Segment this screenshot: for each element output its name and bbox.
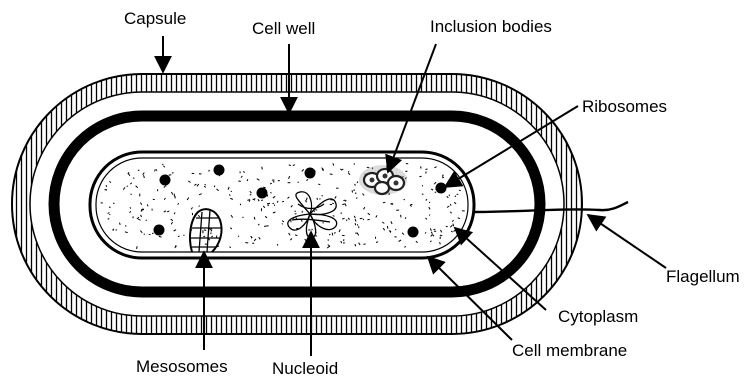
cytoplasm-granule	[440, 242, 441, 244]
cytoplasm-granule	[172, 173, 174, 174]
cytoplasm-granule	[442, 177, 444, 178]
cytoplasm-granule	[162, 164, 163, 165]
label-ribosomes: Ribosomes	[582, 97, 667, 116]
cytoplasm-granule	[355, 184, 356, 186]
label-flagellum: Flagellum	[666, 267, 740, 286]
cytoplasm-granule	[144, 234, 145, 235]
cytoplasm-granule	[333, 216, 335, 217]
cytoplasm-granule	[404, 199, 405, 200]
ribosome	[257, 188, 268, 199]
cytoplasm-granule	[446, 226, 448, 227]
cytoplasm-granule	[231, 191, 232, 192]
cytoplasm-granule	[131, 194, 132, 195]
label-nucleoid: Nucleoid	[272, 359, 338, 378]
label-cell-wall: Cell well	[252, 19, 315, 38]
cytoplasm-granule	[419, 176, 421, 177]
cytoplasm-granule	[459, 190, 461, 191]
ribosome	[305, 168, 316, 179]
cytoplasm-granule	[176, 246, 177, 247]
cytoplasm-granule	[356, 198, 357, 199]
cytoplasm-granule	[156, 169, 157, 171]
cytoplasm-granule	[270, 183, 272, 184]
cytoplasm-granule	[229, 194, 230, 195]
cytoplasm-granule	[178, 236, 180, 237]
cytoplasm-granule	[387, 226, 388, 229]
cytoplasm-granule	[329, 234, 330, 235]
cytoplasm-granule	[251, 237, 252, 238]
cytoplasm-granule	[357, 182, 358, 184]
cytoplasm-granule	[426, 169, 428, 170]
cytoplasm-granule	[315, 210, 317, 211]
cytoplasm-granule	[343, 200, 345, 201]
cytoplasm-granule	[346, 220, 347, 221]
cytoplasm-granule	[429, 202, 430, 203]
label-inclusion-bodies: Inclusion bodies	[430, 17, 552, 36]
cytoplasm-granule	[133, 178, 134, 179]
cytoplasm-granule	[274, 205, 275, 206]
cytoplasm-granule	[262, 167, 263, 170]
ribosome	[160, 175, 171, 186]
cytoplasm-granule	[204, 230, 206, 231]
cytoplasm-granule	[159, 236, 162, 237]
cytoplasm-granule	[426, 172, 427, 174]
cytoplasm-granule	[342, 204, 344, 205]
cytoplasm-granule	[205, 184, 206, 185]
label-capsule: Capsule	[124, 9, 186, 28]
cytoplasm-granule	[355, 223, 356, 225]
cytoplasm-granule	[405, 171, 407, 172]
cytoplasm-granule	[363, 219, 364, 220]
cytoplasm-granule	[270, 192, 271, 193]
cytoplasm-granule	[367, 219, 369, 220]
cytoplasm-granule	[429, 214, 430, 215]
cytoplasm-granule	[138, 170, 139, 171]
cytoplasm-granule	[317, 198, 318, 200]
cytoplasm-granule	[376, 242, 378, 243]
cytoplasm-granule	[282, 201, 284, 202]
cytoplasm-granule	[120, 223, 121, 225]
cytoplasm-granule	[273, 203, 274, 204]
cytoplasm-granule	[127, 186, 128, 187]
cytoplasm-granule	[383, 202, 385, 203]
cytoplasm-granule	[301, 220, 302, 222]
cytoplasm-granule	[334, 233, 336, 234]
cytoplasm-granule	[364, 244, 366, 245]
cytoplasm-granule	[155, 169, 156, 171]
label-cytoplasm: Cytoplasm	[558, 307, 638, 326]
cytoplasm-granule	[425, 232, 426, 233]
cytoplasm-granule	[203, 236, 205, 237]
label-mesosomes: Mesosomes	[136, 357, 228, 376]
cytoplasm-granule	[367, 167, 370, 168]
cytoplasm-granule	[250, 195, 252, 196]
flagellum-pointer	[588, 215, 666, 268]
cytoplasm-granule	[352, 190, 353, 192]
cytoplasm-granule	[137, 246, 138, 249]
cytoplasm-granule	[130, 207, 131, 208]
ribosome	[154, 225, 165, 236]
cytoplasm-granule	[267, 195, 268, 197]
cytoplasm-granule	[133, 216, 134, 218]
cytoplasm-granule	[249, 200, 250, 202]
cytoplasm-granule	[357, 224, 358, 225]
ribosome	[436, 183, 447, 194]
cytoplasm-granule	[322, 196, 323, 197]
cytoplasm-granule	[298, 182, 299, 183]
cytoplasm-granule	[354, 164, 355, 165]
cytoplasm-granule	[282, 223, 283, 224]
ribosome	[408, 227, 419, 238]
cytoplasm-granule	[328, 245, 329, 246]
cytoplasm-granule	[243, 217, 244, 218]
cytoplasm-granule	[395, 237, 397, 238]
cytoplasm-granule	[440, 235, 442, 236]
cytoplasm-granule	[199, 206, 200, 207]
cytoplasm-granule	[106, 185, 107, 187]
cytoplasm-granule	[332, 233, 333, 236]
inclusion-bodies	[359, 165, 407, 195]
label-cell-membrane: Cell membrane	[512, 341, 627, 360]
cytoplasm-granule	[405, 217, 406, 219]
ribosome	[214, 165, 225, 176]
cytoplasm-granule	[214, 186, 215, 188]
